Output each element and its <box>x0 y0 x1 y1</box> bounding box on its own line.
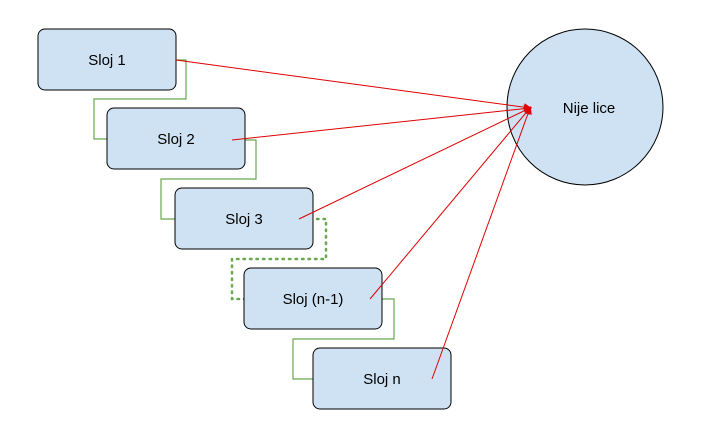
layer-n-label: Sloj n <box>363 371 401 388</box>
not-face-node: Nije lice <box>506 28 664 186</box>
not-face-label: Nije lice <box>563 100 616 117</box>
layer-n-minus-1-node: Sloj (n-1) <box>243 267 383 330</box>
pass-edge-3-n1-dotted <box>230 217 328 301</box>
reject-edge-layer-2 <box>231 104 532 141</box>
reject-edge-layer-3 <box>298 106 532 220</box>
reject-edge-layer-1 <box>175 59 532 112</box>
pass-edge-n1-n <box>292 298 395 383</box>
reject-edge-layer-n <box>431 106 532 380</box>
reject-edge-layer-n-minus-1 <box>369 106 532 300</box>
layer-3-node: Sloj 3 <box>174 187 314 250</box>
layer-2-label: Sloj 2 <box>157 131 195 148</box>
layer-3-label: Sloj 3 <box>225 211 263 228</box>
pass-edge-2-3 <box>160 139 257 223</box>
layer-n-minus-1-label: Sloj (n-1) <box>283 291 344 308</box>
layer-2-node: Sloj 2 <box>106 107 246 170</box>
layer-n-node: Sloj n <box>312 347 452 410</box>
layer-1-label: Sloj 1 <box>88 52 126 69</box>
pass-edge-1-2 <box>93 59 187 143</box>
layer-1-node: Sloj 1 <box>37 28 177 91</box>
